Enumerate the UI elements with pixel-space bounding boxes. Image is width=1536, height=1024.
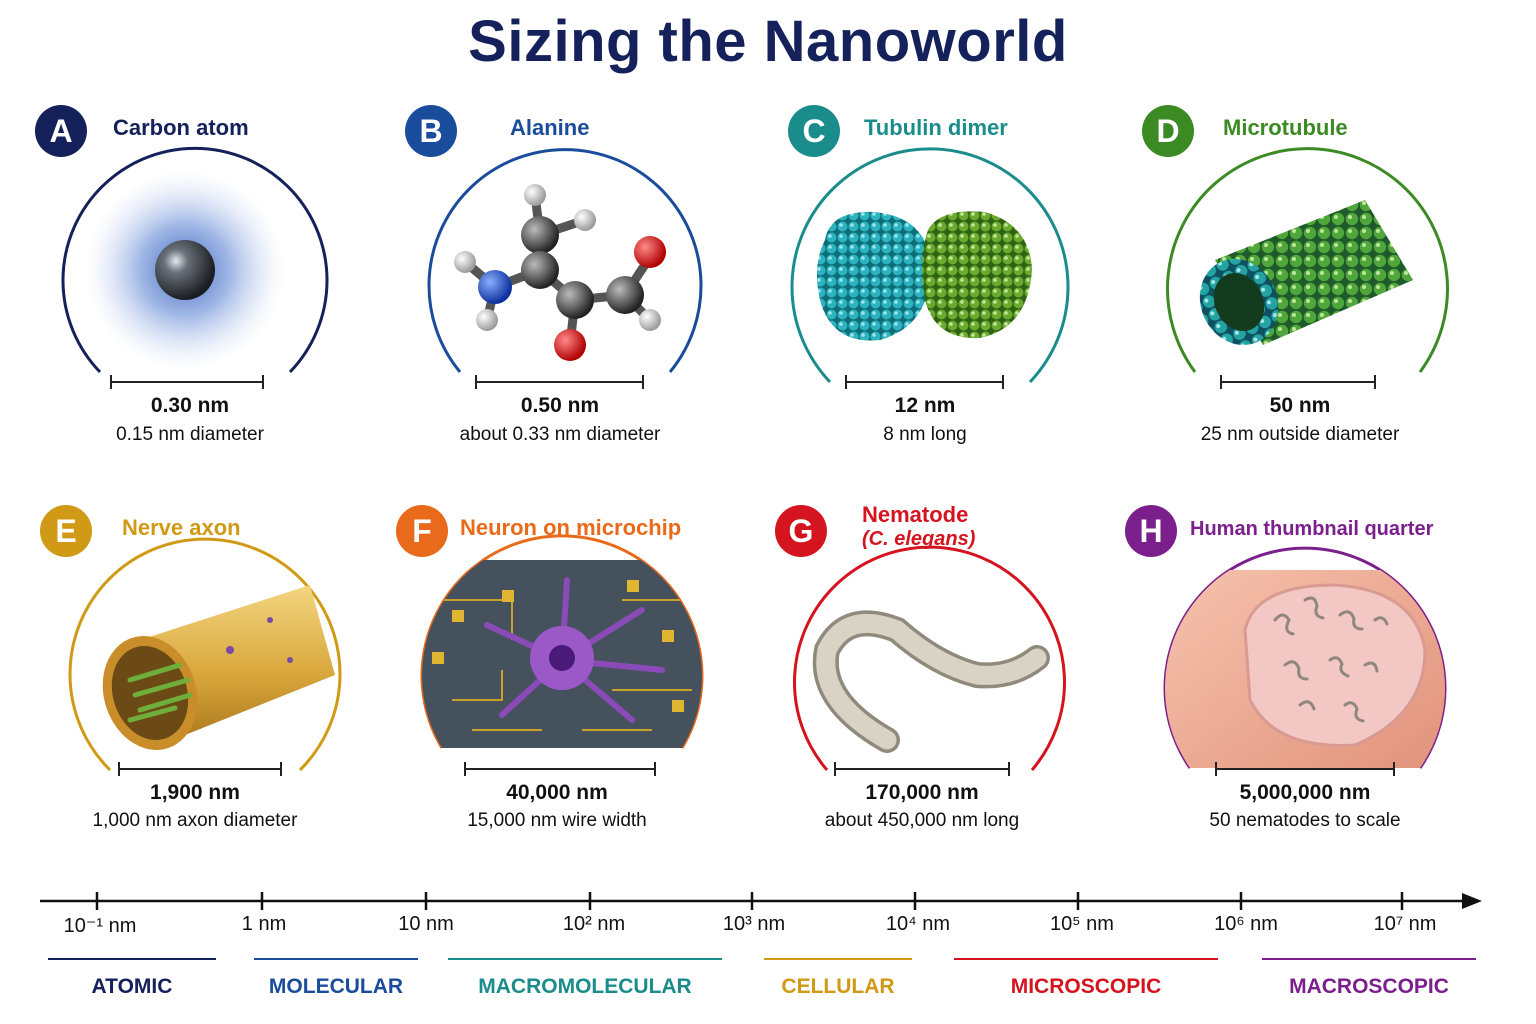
panel-note: 25 nm outside diameter: [1200, 424, 1400, 445]
panel-title: Tubulin dimer: [864, 115, 1008, 140]
panel-frame-arc: [68, 537, 342, 772]
alanine-molecule-illustration: [454, 184, 666, 361]
panel-size: 50 nm: [1269, 394, 1331, 417]
scale-bar: [464, 762, 656, 776]
scale-bar: [1215, 762, 1395, 776]
category-band-cellular: [764, 958, 912, 960]
panel-note: about 450,000 nm long: [824, 810, 1020, 831]
axis-tick-label: 1 nm: [241, 913, 287, 935]
panel-note: 1,000 nm axon diameter: [92, 810, 298, 831]
nematode-illustration: [812, 610, 1050, 753]
nerve-axon-illustration: [102, 585, 335, 750]
axis-tick-label: 10² nm: [562, 913, 626, 935]
panel-letter-badge: F: [396, 505, 448, 557]
panel-human-thumbnail-quarter: H Human thumbnail quarter 5,000,000 nm 5…: [1125, 500, 1455, 860]
panel-note: 8 nm long: [883, 424, 967, 445]
panel-title: Alanine: [510, 115, 590, 140]
category-label-microscopic: MICROSCOPIC: [1010, 975, 1162, 998]
panel-size: 12 nm: [894, 394, 956, 417]
panel-frame-arc: [790, 147, 1070, 384]
panel-frame-arc: [61, 146, 329, 374]
panel-nerve-axon: E Nerve axon 1,900 nm 1,000 nm axon diam…: [30, 500, 360, 860]
panel-size: 0.30 nm: [150, 394, 230, 417]
axis-tick-label: 10⁴ nm: [885, 913, 951, 935]
category-label-macromolecular: MACROMOLECULAR: [478, 975, 692, 998]
axis-tick-label: 10³ nm: [722, 913, 786, 935]
panel-letter-badge: B: [405, 105, 457, 157]
panel-nematode: G Nematode (C. elegans) 170,000 nm about…: [757, 500, 1087, 860]
panel-title: Microtubule: [1223, 115, 1348, 140]
scale-bar: [110, 375, 264, 389]
panel-title: Nematode (C. elegans): [862, 502, 975, 551]
panel-title: Carbon atom: [113, 115, 249, 140]
panel-size: 1,900 nm: [150, 781, 240, 804]
page-title: Sizing the Nanoworld: [468, 9, 1068, 74]
scale-bar: [834, 762, 1010, 776]
category-label-macroscopic: MACROSCOPIC: [1289, 975, 1449, 998]
panel-title-name: Nematode: [862, 502, 969, 527]
scale-bar: [475, 375, 644, 389]
axis-tick-label: 10⁵ nm: [1050, 913, 1114, 935]
category-label-atomic: ATOMIC: [91, 975, 173, 998]
panel-letter-badge: A: [35, 105, 87, 157]
panel-size: 40,000 nm: [506, 781, 608, 804]
panel-letter-badge: E: [40, 505, 92, 557]
tubulin-dimer-illustration: [816, 211, 1032, 341]
neuron-microchip-illustration: [421, 560, 703, 749]
scale-bar: [1220, 375, 1376, 389]
panel-carbon-atom: A Carbon atom 0.30 nm 0.15 nm diameter: [25, 100, 355, 460]
panel-letter-badge: H: [1125, 505, 1177, 557]
panel-note: 15,000 nm wire width: [467, 810, 647, 831]
panel-letter-badge: C: [788, 105, 840, 157]
panel-note: 0.15 nm diameter: [116, 424, 264, 445]
microtubule-illustration: [1199, 200, 1413, 345]
panel-note: 50 nematodes to scale: [1209, 810, 1401, 831]
panel-microtubule: D Microtubule 50 nm 25 nm outside diamet…: [1135, 100, 1465, 460]
category-band-macromolecular: [448, 958, 722, 960]
panel-size: 170,000 nm: [865, 781, 979, 804]
category-band-microscopic: [954, 958, 1218, 960]
category-band-macroscopic: [1262, 958, 1476, 960]
panel-title-species: (C. elegans): [862, 528, 976, 550]
axis-tick-label: 10⁻¹ nm: [63, 915, 137, 937]
panel-letter-badge: G: [775, 505, 827, 557]
panel-frame-arc: [793, 545, 1066, 771]
axis-tick-label: 10⁷ nm: [1373, 913, 1437, 935]
axis-tick-label: 10⁶ nm: [1214, 913, 1278, 935]
panel-letter-badge: D: [1142, 105, 1194, 157]
panel-note: about 0.33 nm diameter: [459, 424, 661, 445]
panel-neuron-on-microchip: F Neuron on microchip: [392, 500, 722, 860]
panel-size: 0.50 nm: [520, 394, 600, 417]
panel-alanine: B Alanine: [395, 100, 725, 460]
panel-frame-arc: [427, 148, 703, 373]
scale-bar: [118, 762, 282, 776]
category-label-cellular: CELLULAR: [781, 975, 895, 998]
category-band-molecular: [254, 958, 418, 960]
scale-bar: [845, 375, 1004, 389]
panel-title: Nerve axon: [122, 515, 241, 540]
panel-tubulin-dimer: C Tubulin dimer 12 nm 8 nm long: [760, 100, 1090, 460]
carbon-atom-illustration: [85, 170, 285, 370]
category-band-atomic: [48, 958, 216, 960]
thumbnail-illustration: [1165, 570, 1446, 768]
category-label-molecular: MOLECULAR: [268, 975, 404, 998]
panel-frame-arc: [1166, 147, 1449, 373]
axis-tick-label: 10 nm: [398, 913, 454, 935]
panel-size: 5,000,000 nm: [1239, 781, 1371, 804]
panel-title: Human thumbnail quarter: [1190, 518, 1434, 540]
